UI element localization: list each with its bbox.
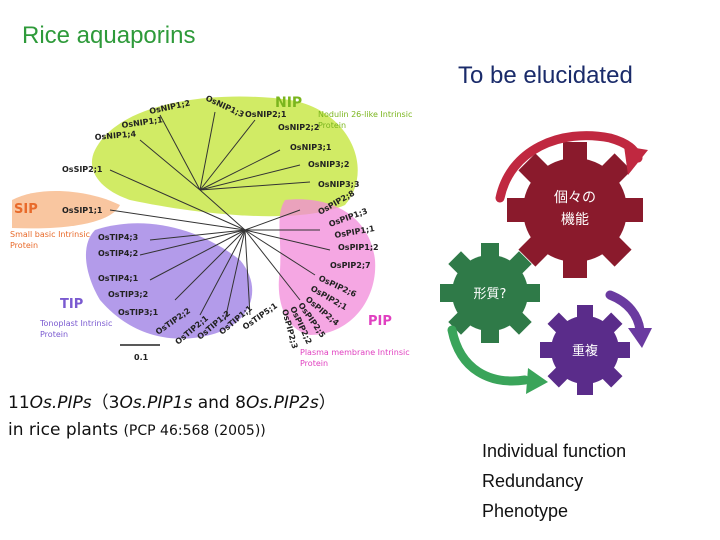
- nip-clade-region: [91, 96, 358, 217]
- leaf-label: OsTIP4;1: [98, 274, 139, 283]
- leaf-label: OsNIP3;2: [308, 160, 349, 169]
- individual-function-gear-label-2: 機能: [561, 212, 589, 228]
- phenotype-gear: 形質?: [440, 243, 540, 343]
- pip-clade-region: [278, 199, 376, 335]
- redundancy-gear: 重複: [540, 305, 630, 395]
- leaf-label: OsPIP2;7: [330, 261, 371, 270]
- pip-group-desc-2: Protein: [300, 359, 328, 368]
- tree-branches: [109, 111, 331, 321]
- list-item: Phenotype: [482, 501, 569, 521]
- leaf-label: OsNIP3;1: [290, 143, 332, 152]
- nip-group-label: NIP: [275, 95, 302, 111]
- tip-group-label: TIP: [60, 297, 83, 312]
- caption-and: and 8: [192, 393, 246, 413]
- pip-count: 11: [8, 393, 30, 413]
- individual-function-gear-label: 個々の: [554, 190, 596, 206]
- leaf-label: OsPIP1;2: [338, 243, 379, 252]
- leaf-label: OsTIP4;3: [98, 233, 138, 242]
- list-item: Individual function: [482, 441, 627, 461]
- ospip1s-term: Os.PIP1s: [119, 393, 193, 413]
- nip-group-desc-1: Nodulin 26-like Intrinsic: [318, 110, 412, 119]
- caption-open-paren: （3: [91, 393, 120, 413]
- leaf-label: OsNIP2;2: [278, 123, 319, 132]
- caption-close-paren: ）: [318, 393, 336, 413]
- red-arrowhead: [624, 146, 648, 175]
- rice-plants-text: in rice plants: [8, 420, 124, 440]
- rice-plants-caption: in rice plants (PCP 46:568 (2005)): [8, 420, 266, 440]
- leaf-label: OsTIP3;1: [118, 308, 159, 317]
- leaf-label: OsNIP1;4: [94, 129, 136, 142]
- elucidation-list: Individual function Redundancy Phenotype: [482, 436, 626, 526]
- phenotype-gear-label: 形質?: [474, 287, 507, 302]
- slide-title: Rice aquaporins: [22, 22, 196, 49]
- ospips-term: Os.PIPs: [29, 393, 92, 413]
- tip-group-desc-1: Tonoplast Intrinsic: [39, 319, 112, 328]
- sip-group-label: SIP: [14, 202, 38, 217]
- citation-text: (PCP 46:568 (2005)): [123, 423, 266, 439]
- ospip2s-term: Os.PIP2s: [245, 393, 319, 413]
- leaf-label: OsSIP1;1: [62, 206, 103, 215]
- pip-group-label: PIP: [368, 314, 392, 329]
- tip-clade-region: [85, 223, 253, 339]
- aquaporin-count-caption: 11Os.PIPs（3Os.PIP1s and 8Os.PIP2s）: [8, 388, 336, 413]
- green-rotation-arrow: [447, 325, 530, 386]
- nip-group-desc-2: Protein: [318, 121, 346, 130]
- redundancy-gear-label: 重複: [572, 343, 598, 359]
- leaf-label: OsNIP2;1: [245, 110, 287, 119]
- sip-clade-region: [12, 190, 120, 229]
- leaf-label: OsNIP3;3: [318, 180, 359, 189]
- individual-function-gear: 個々の 機能: [507, 142, 643, 278]
- leaf-label: OsTIP4;2: [98, 249, 138, 258]
- tip-group-desc-2: Protein: [40, 330, 68, 339]
- pip-group-desc-1: Plasma membrane Intrinsic: [300, 348, 410, 357]
- list-item: Redundancy: [482, 471, 584, 491]
- aquaporin-phylogenetic-tree: NIP Nodulin 26-like Intrinsic Protein SI…: [10, 94, 412, 368]
- leaf-label: OsTIP3;2: [108, 290, 148, 299]
- green-arrowhead: [526, 368, 548, 394]
- gear-diagram: 個々の 機能 形質? 重複: [440, 131, 652, 395]
- purple-arrowhead: [628, 328, 652, 348]
- leaf-label: OsSIP2;1: [62, 165, 103, 174]
- sip-group-desc-1: Small basic Intrinsic: [10, 230, 90, 239]
- to-be-elucidated-heading: To be elucidated: [458, 62, 633, 89]
- purple-rotation-arrow: [605, 290, 645, 335]
- sip-group-desc-2: Protein: [10, 241, 38, 250]
- scale-bar-label: 0.1: [134, 353, 149, 362]
